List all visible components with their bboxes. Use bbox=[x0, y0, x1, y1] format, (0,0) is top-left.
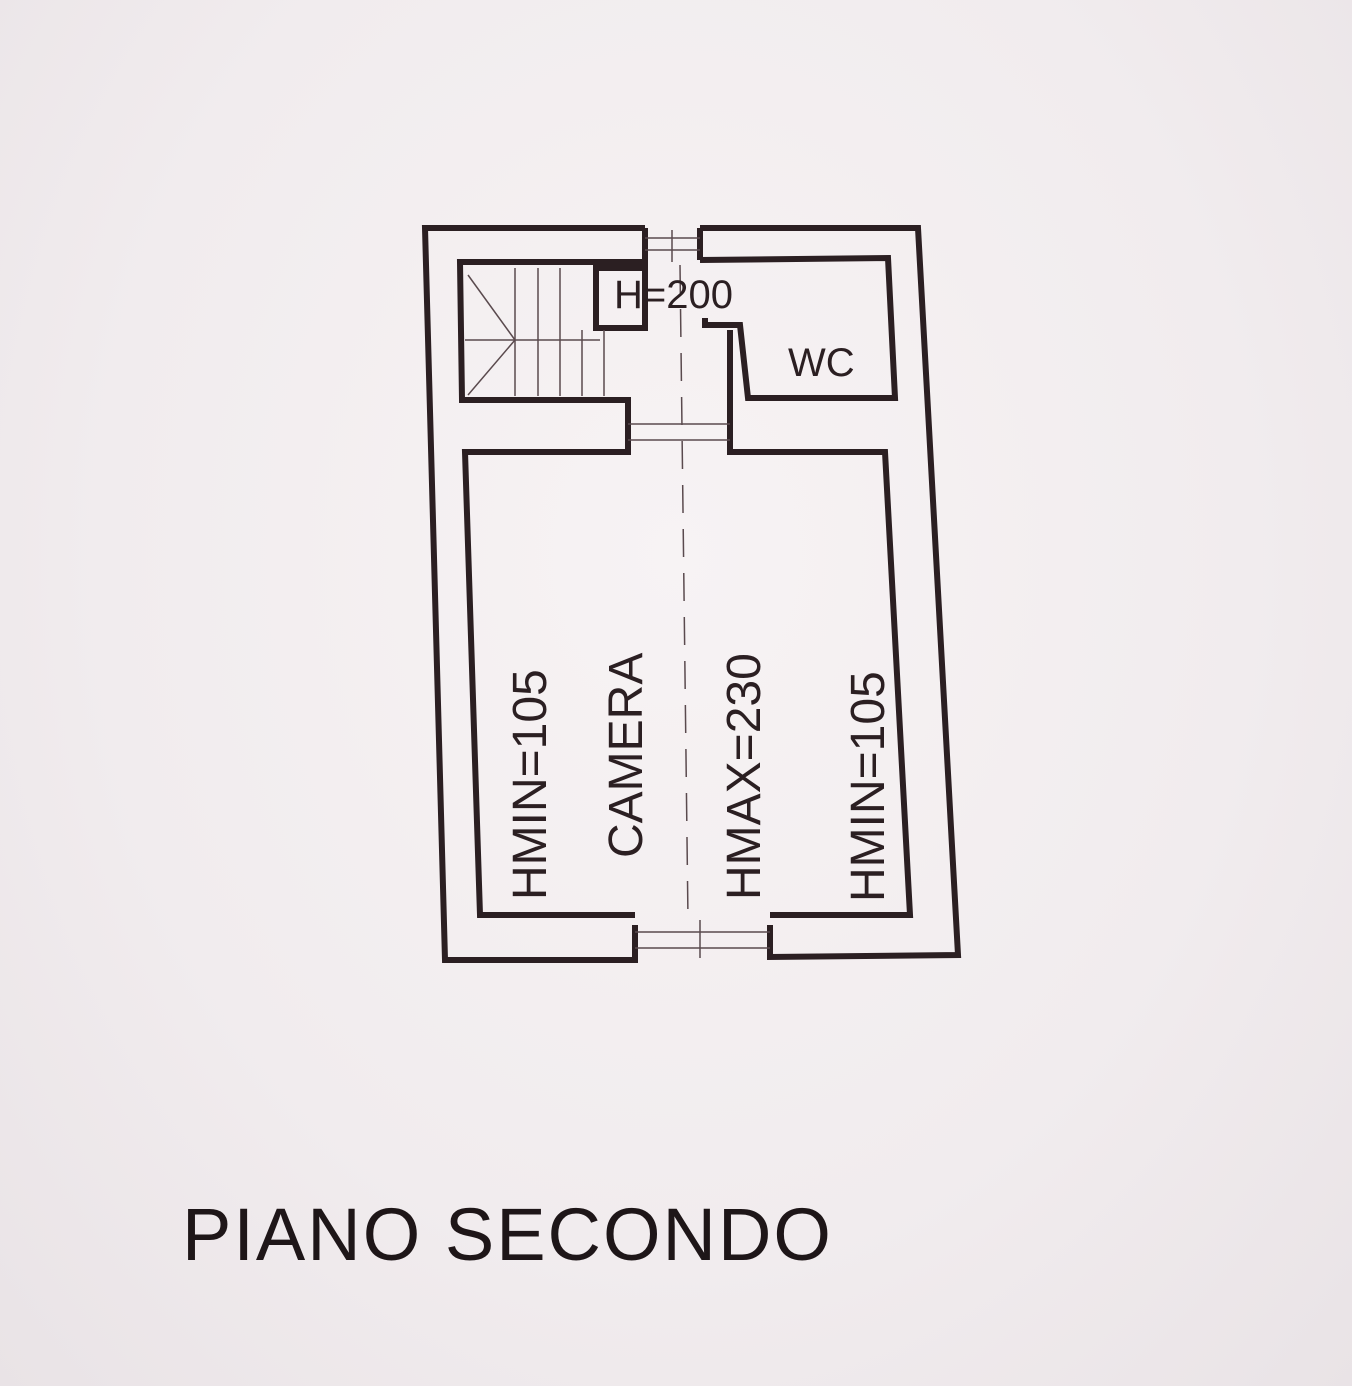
hmin-left-label: HMIN=105 bbox=[504, 669, 557, 900]
top-window bbox=[645, 230, 700, 262]
room-label-camera: CAMERA bbox=[600, 653, 653, 858]
bottom-window bbox=[635, 920, 770, 958]
floor-title: PIANO SECONDO bbox=[182, 1193, 833, 1276]
wc-label: WC bbox=[788, 341, 855, 385]
hmin-right-label: HMIN=105 bbox=[842, 671, 895, 902]
wc-room bbox=[699, 254, 914, 918]
hmax-label: HMAX=230 bbox=[718, 653, 771, 900]
door-height-label: H=200 bbox=[614, 273, 733, 317]
stair-room bbox=[456, 259, 648, 918]
ridge-line bbox=[679, 264, 689, 921]
